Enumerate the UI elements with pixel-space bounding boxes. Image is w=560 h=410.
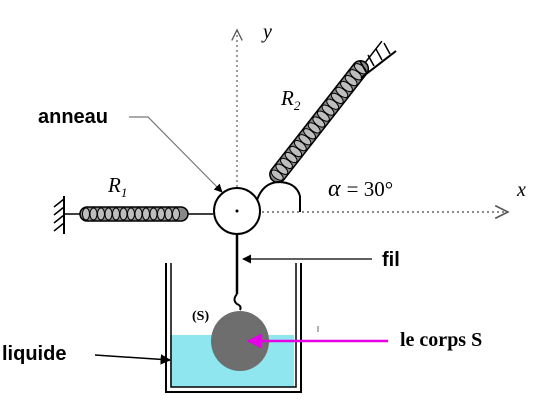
spring-coil — [119, 207, 128, 221]
spring-coil — [330, 92, 344, 104]
spring-coil — [97, 207, 105, 221]
thread-label: fil — [382, 249, 400, 271]
liquid-label-arrow — [94, 354, 172, 365]
liquid-label: liquide — [2, 343, 66, 365]
spring-r1-label: R1 — [107, 173, 127, 200]
spring-coil — [134, 207, 143, 221]
spring-coil — [104, 207, 113, 221]
spring-coil — [326, 98, 340, 110]
spring-coil — [89, 207, 98, 221]
spring-coil — [149, 207, 158, 221]
spring-coil — [142, 207, 150, 221]
spring-coil — [127, 207, 135, 221]
spring-r1 — [79, 206, 213, 222]
body-s — [211, 311, 269, 371]
axis-y-label: y — [261, 21, 272, 43]
spring-coil — [335, 86, 349, 99]
spring-coil — [157, 207, 165, 221]
ring-label: anneau — [38, 106, 108, 128]
axis-x-label: x — [516, 179, 526, 201]
spring-coil — [112, 207, 120, 221]
spring-coil — [164, 207, 173, 221]
ring-center — [235, 209, 239, 213]
body-label: le corps S — [400, 329, 482, 351]
spring-r2 — [256, 40, 383, 212]
spring-r2-label: R2 — [280, 86, 301, 113]
angle-label: α= 30° — [328, 176, 393, 202]
spring-coil — [82, 207, 90, 221]
top-right-wall — [359, 42, 397, 79]
left-wall — [53, 196, 80, 234]
spring-coil — [172, 207, 180, 221]
hook — [233, 293, 242, 311]
body-s-tag: (S) — [192, 309, 209, 324]
ring-label-leader — [129, 116, 223, 193]
